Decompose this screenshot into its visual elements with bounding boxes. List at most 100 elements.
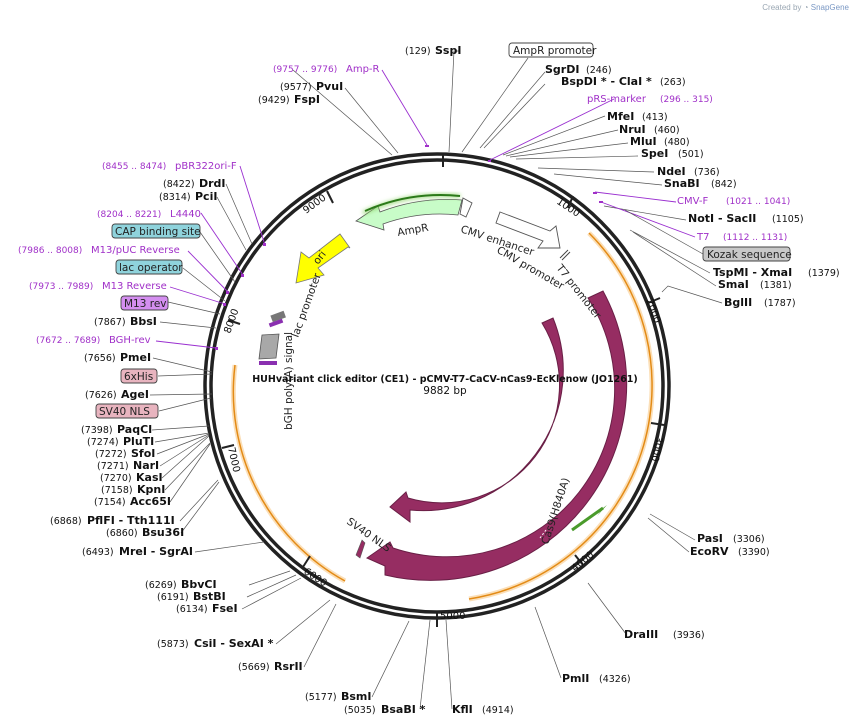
sv40-nls-map-label: SV40 NLS <box>344 516 393 555</box>
svg-text:(7626): (7626) <box>85 390 117 401</box>
lac-promoter-label: lac promoter <box>290 271 324 339</box>
svg-text:(8314): (8314) <box>159 192 191 203</box>
primer-m13-puc-reverse: M13/pUC Reverse <box>91 245 180 256</box>
enzyme-rsrii: RsrII <box>274 660 303 673</box>
enzyme-bsabi: BsaBI * <box>381 703 426 716</box>
svg-text:(5177): (5177) <box>305 692 337 703</box>
svg-text:(1379): (1379) <box>808 268 840 279</box>
svg-text:(1112 .. 1131): (1112 .. 1131) <box>723 233 787 243</box>
primer-pbr322ori-f: pBR322ori-F <box>175 161 237 172</box>
backbone-highlight <box>230 231 655 602</box>
svg-text:(3936): (3936) <box>673 630 705 641</box>
primer-leaders <box>155 69 696 349</box>
enzyme-sspi: SspI <box>435 44 461 57</box>
enzyme-nari: NarI <box>133 459 159 472</box>
enzyme-fsei: FseI <box>212 602 238 615</box>
enzyme-kpni: KpnI <box>137 483 165 496</box>
svg-text:(5669): (5669) <box>238 662 270 673</box>
svg-text:(9429): (9429) <box>258 95 290 106</box>
svg-text:(3390): (3390) <box>738 547 770 558</box>
enzyme-bsmi: BsmI <box>341 690 372 703</box>
enzyme-pflfi-tth111i: PflFI - Tth111I <box>87 514 175 527</box>
svg-text:(1105): (1105) <box>772 214 804 225</box>
enzyme-csii-sexai: CsiI - SexAI * <box>194 637 274 650</box>
svg-text:(7158): (7158) <box>101 485 133 496</box>
svg-text:(263): (263) <box>660 77 686 88</box>
svg-text:(6868): (6868) <box>50 516 82 527</box>
svg-text:(6191): (6191) <box>157 592 189 603</box>
svg-text:(7154): (7154) <box>94 497 126 508</box>
svg-text:(1021 .. 1041): (1021 .. 1041) <box>726 197 790 207</box>
sv40-nls-feature[interactable] <box>355 539 366 559</box>
backbone-ticks <box>221 153 665 627</box>
ampr-feature[interactable] <box>355 193 463 231</box>
enzyme-mfei: MfeI <box>607 110 634 123</box>
svg-text:(1381): (1381) <box>760 280 792 291</box>
6xhis-label: 6xHis <box>124 371 153 383</box>
snapgene-credit: Created by ◔ SnapGene <box>762 3 849 12</box>
enzyme-pluti: PluTI <box>123 435 154 448</box>
t7-promoter-label: T7 promoter <box>553 262 604 322</box>
svg-text:(7274): (7274) <box>87 437 119 448</box>
svg-text:(6134): (6134) <box>176 604 208 615</box>
svg-text:(246): (246) <box>586 65 612 76</box>
enzyme-noti-sacii: NotI - SacII <box>688 212 756 225</box>
enzyme-kfli: KflI <box>452 703 473 716</box>
primer-cmv-f: CMV-F <box>677 196 708 207</box>
svg-text:(8204 .. 8221): (8204 .. 8221) <box>97 210 161 220</box>
primer-markers <box>215 145 603 350</box>
enzyme-draiii: DraIII <box>624 628 658 641</box>
svg-text:(8422): (8422) <box>163 179 195 190</box>
enzyme-bspdi-clai: BspDI * - ClaI * <box>561 75 652 88</box>
enzyme-pasi: PasI <box>697 532 723 545</box>
lac-promoter-feature[interactable] <box>268 310 286 328</box>
enzyme-nrui: NruI <box>619 123 646 136</box>
enzyme-bglii: BglII <box>724 296 752 309</box>
svg-text:(480): (480) <box>664 137 690 148</box>
enzyme-ecorv: EcoRV <box>690 545 729 558</box>
sv40-nls-label: SV40 NLS <box>99 406 150 418</box>
svg-text:(7867): (7867) <box>94 317 126 328</box>
svg-text:(7656): (7656) <box>84 353 116 364</box>
svg-text:(7672 .. 7689): (7672 .. 7689) <box>36 336 100 346</box>
enzyme-pcii: PciI <box>195 190 217 203</box>
svg-text:(7973 .. 7989): (7973 .. 7989) <box>29 282 93 292</box>
svg-text:(9757 .. 9776): (9757 .. 9776) <box>273 65 337 75</box>
plasmid-name: HUHvariant click editor (CE1) - pCMV-T7-… <box>252 374 638 385</box>
svg-text:(501): (501) <box>678 149 704 160</box>
enzyme-mrei-sgrai: MreI - SgrAI <box>119 545 193 558</box>
ori-feature[interactable] <box>295 233 351 284</box>
svg-text:(8455 .. 8474): (8455 .. 8474) <box>102 162 166 172</box>
lac-operator-label: lac operator <box>119 262 183 274</box>
cmv-enhancer-feature[interactable] <box>459 197 561 249</box>
enzyme-agei: AgeI <box>121 388 149 401</box>
enzyme-snabi: SnaBI <box>664 177 700 190</box>
svg-text:(5873): (5873) <box>157 639 189 650</box>
box-leaders <box>157 57 704 412</box>
enzyme-paqci: PaqCI <box>117 423 152 436</box>
enzyme-sgrdi: SgrDI <box>545 63 579 76</box>
svg-text:(6493): (6493) <box>82 547 114 558</box>
snapgene-logo-icon: ◔ <box>803 3 809 12</box>
boxed-feature-labels: AmpR promoter Kozak sequence CAP binding… <box>95 42 792 419</box>
plasmid-size: 9882 bp <box>423 385 467 397</box>
enzyme-kasi: KasI <box>136 471 163 484</box>
enzyme-drdi: DrdI <box>199 177 226 190</box>
primer-labels: (9757 .. 9776) Amp-R pRS-marker (296 .. … <box>18 64 790 346</box>
enzyme-labels: (129) SspI SgrDI (246) BspDI * - ClaI * … <box>50 44 840 716</box>
enzyme-pmli: PmlI <box>562 672 589 685</box>
enzyme-bsu36i: Bsu36I <box>142 526 184 539</box>
bgh-polya-feature[interactable] <box>258 333 280 365</box>
enzyme-tspmi-xmai: TspMI - XmaI <box>713 266 792 279</box>
primer-m13-reverse: M13 Reverse <box>102 281 167 292</box>
svg-text:(129): (129) <box>405 46 431 57</box>
svg-text:(5035): (5035) <box>344 705 376 716</box>
cas9-feature[interactable] <box>365 290 628 581</box>
svg-text:(3306): (3306) <box>733 534 765 545</box>
primer-t7: T7 <box>696 232 709 243</box>
enzyme-leaders <box>149 50 723 710</box>
ampr-label: AmpR <box>396 222 429 239</box>
enzyme-ndei: NdeI <box>657 165 686 178</box>
enzyme-fspi: FspI <box>294 93 320 106</box>
